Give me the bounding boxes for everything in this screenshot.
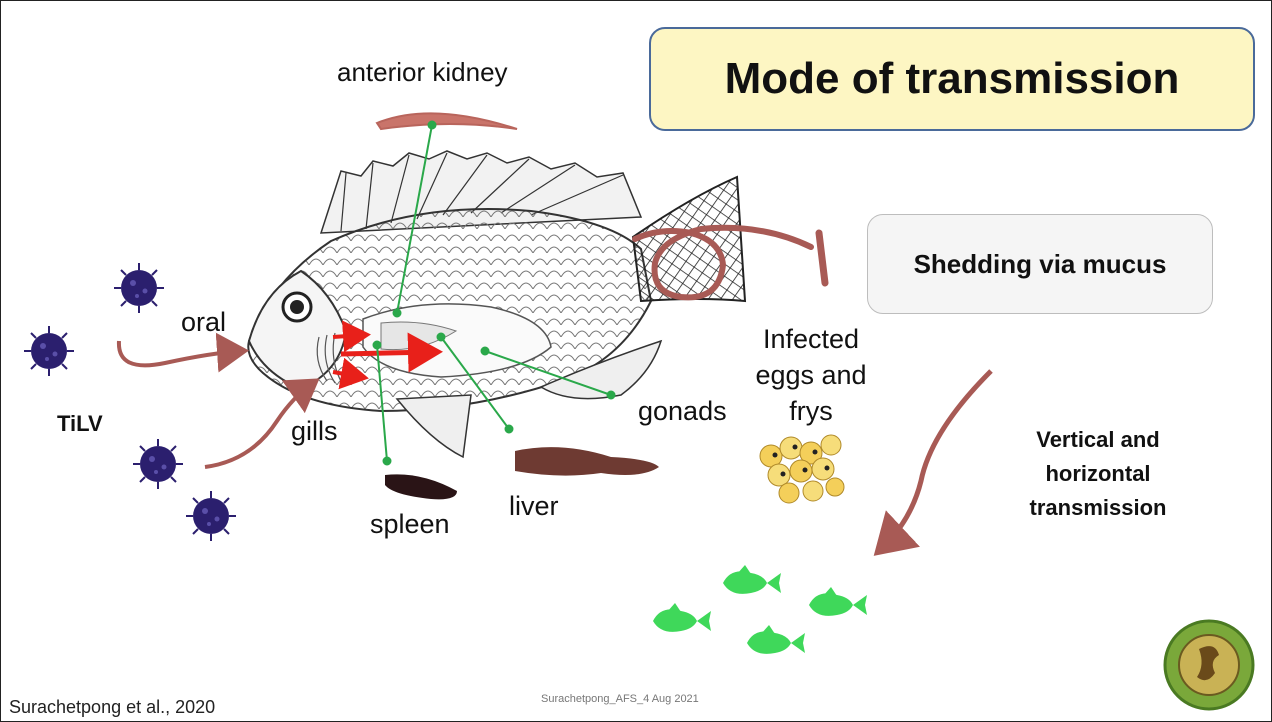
- infected-line-1: Infected: [741, 321, 881, 357]
- liver-organ: [515, 447, 659, 475]
- university-logo: [1165, 621, 1253, 709]
- shedding-label: Shedding via mucus: [914, 249, 1167, 280]
- vertical-line-1: Vertical and: [1003, 423, 1193, 457]
- oral-arrow: [119, 341, 241, 365]
- label-oral: oral: [181, 307, 226, 338]
- virus-1: [114, 263, 164, 313]
- label-vertical-horizontal: Vertical and horizontal transmission: [1003, 423, 1193, 525]
- fry-3: [809, 587, 867, 616]
- label-spleen: spleen: [370, 509, 450, 540]
- virus-4: [186, 491, 236, 541]
- kidney-organ: [377, 113, 517, 129]
- page-title: Mode of transmission: [725, 54, 1180, 104]
- vertical-line-2: horizontal: [1003, 457, 1193, 491]
- footer-note: Surachetpong_AFS_4 Aug 2021: [541, 693, 699, 705]
- virus-3: [133, 439, 183, 489]
- virus-2: [24, 326, 74, 376]
- fry-2: [723, 565, 781, 594]
- eggs-cluster: [760, 435, 844, 503]
- shedding-box: Shedding via mucus: [867, 214, 1213, 314]
- title-box: Mode of transmission: [649, 27, 1255, 131]
- citation: Surachetpong et al., 2020: [9, 697, 215, 718]
- infected-line-2: eggs and: [741, 357, 881, 393]
- infected-line-3: frys: [741, 393, 881, 429]
- fish-illustration: [248, 151, 825, 457]
- transmission-arrow: [881, 371, 991, 549]
- label-liver: liver: [509, 491, 559, 522]
- label-anterior-kidney: anterior kidney: [337, 57, 508, 88]
- vertical-line-3: transmission: [1003, 491, 1193, 525]
- fry-1: [653, 603, 711, 632]
- label-gonads: gonads: [638, 396, 727, 427]
- label-tilv: TiLV: [57, 411, 103, 437]
- label-infected-eggs: Infected eggs and frys: [741, 321, 881, 429]
- label-gills: gills: [291, 416, 338, 447]
- fry-4: [747, 625, 805, 654]
- spleen-organ: [385, 474, 457, 499]
